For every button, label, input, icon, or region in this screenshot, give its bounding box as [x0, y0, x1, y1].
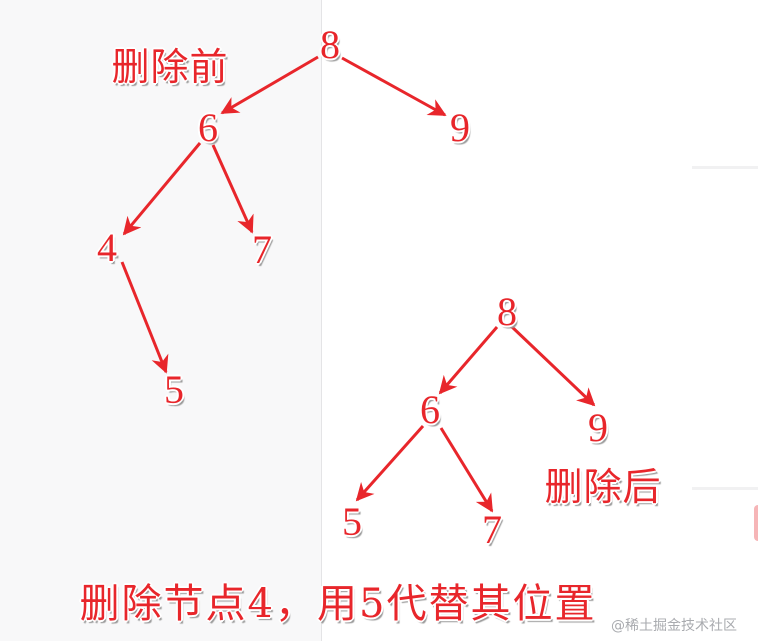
faint-divider-line	[692, 487, 758, 490]
before-node-7: 7	[252, 227, 272, 272]
edge-8-6	[220, 55, 319, 115]
edge-6-7	[439, 427, 494, 513]
before-node-8: 8	[320, 22, 340, 67]
before-label: 删除前	[111, 45, 229, 89]
edge-marker	[754, 505, 758, 541]
edge-6-7	[211, 144, 254, 234]
after-node-6: 6	[420, 387, 440, 432]
after-node-7: 7	[482, 507, 502, 552]
watermark: @稀土掘金技术社区	[611, 618, 737, 634]
before-node-5: 5	[164, 367, 184, 412]
before-node-6: 6	[198, 105, 218, 150]
faint-divider-line	[692, 166, 758, 169]
after-node-5: 5	[342, 499, 362, 544]
left-panel-background	[0, 0, 322, 641]
edge-6-5	[355, 425, 425, 502]
edge-8-9	[341, 56, 447, 117]
after-label: 删除后	[544, 465, 662, 509]
after-node-9: 9	[588, 405, 608, 450]
edge-8-9	[509, 324, 596, 407]
after-node-8: 8	[497, 289, 517, 334]
before-node-9: 9	[450, 105, 470, 150]
caption: 删除节点4，用5代替其位置	[79, 581, 597, 627]
edge-8-6	[438, 326, 499, 395]
edge-6-4	[122, 142, 202, 236]
before-node-4: 4	[97, 225, 117, 270]
edge-4-5	[120, 261, 169, 374]
